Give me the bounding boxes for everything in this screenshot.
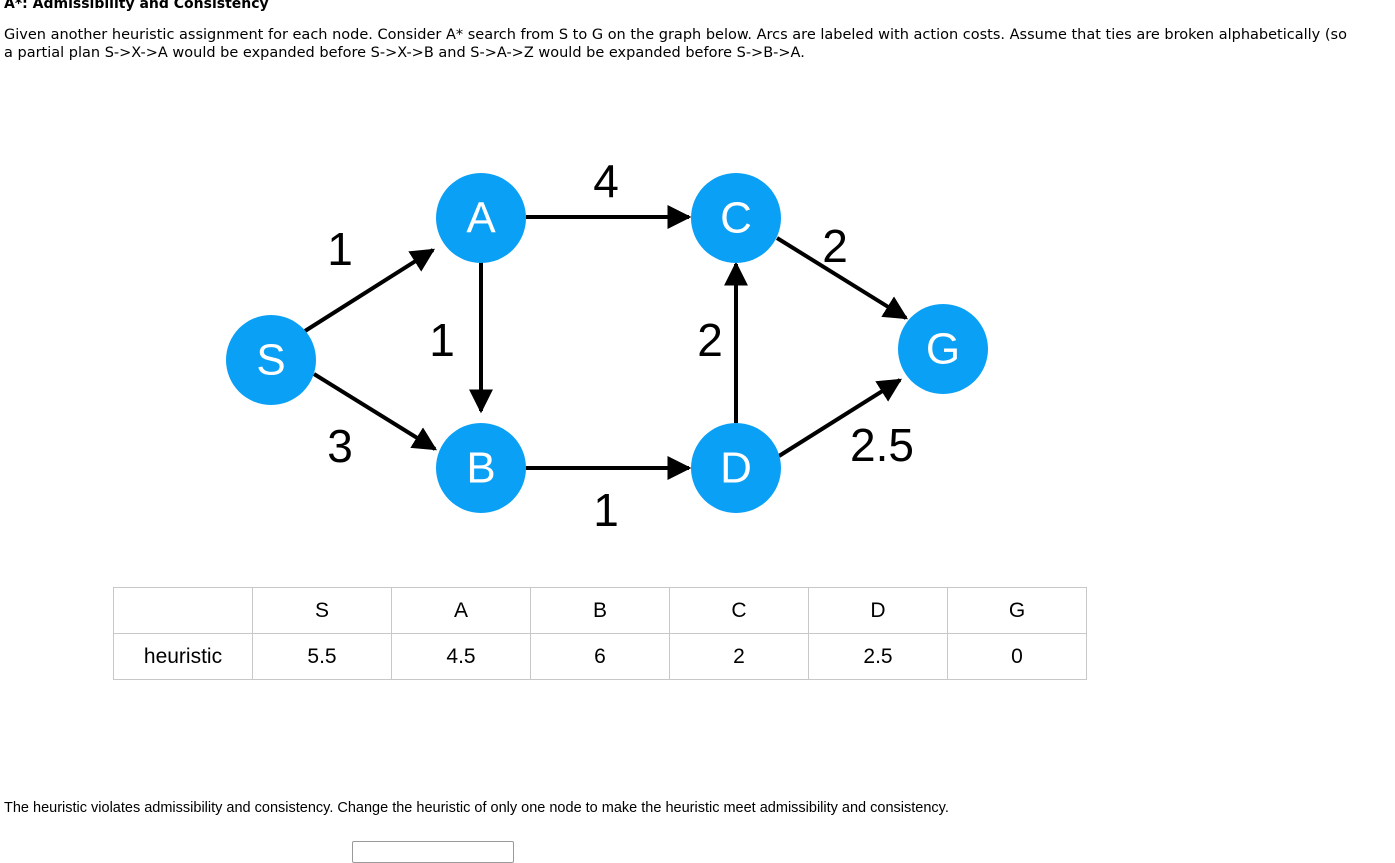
- edge-label-d-g: 2.5: [850, 419, 914, 471]
- node-b-label: B: [466, 444, 495, 493]
- table-cell: 6: [530, 633, 670, 680]
- table-cell: 2.5: [808, 633, 948, 680]
- page-title: A*: Admissibility and Consistency: [4, 0, 269, 12]
- table-header-cell: B: [530, 587, 670, 634]
- search-graph: 1 3 1 4 1 2 2 2.5 S A B C D G: [226, 155, 988, 536]
- table-header-cell: A: [391, 587, 531, 634]
- table-cell: 5.5: [252, 633, 392, 680]
- edge-c-g: [775, 236, 909, 320]
- table-header-cell: [113, 587, 253, 634]
- question-text: The heuristic violates admissibility and…: [4, 800, 949, 816]
- intro-text: Given another heuristic assignment for e…: [4, 26, 1395, 62]
- table-header-row: S A B C D G: [113, 587, 1087, 634]
- edge-s-b: [312, 372, 438, 451]
- intro-line-1: Given another heuristic assignment for e…: [4, 27, 1347, 43]
- node-a: A: [436, 173, 526, 263]
- node-s-label: S: [256, 336, 285, 385]
- answer-input[interactable]: [352, 841, 514, 863]
- edge-label-s-b: 3: [327, 420, 353, 472]
- edge-label-c-g: 2: [822, 220, 848, 272]
- node-g: G: [898, 304, 988, 394]
- node-g-circle: [898, 304, 988, 394]
- edge-label-a-b: 1: [429, 314, 455, 366]
- node-a-label: A: [466, 194, 496, 243]
- edge-label-b-d: 1: [593, 484, 619, 536]
- table-header-cell: S: [252, 587, 392, 634]
- edge-label-s-a: 1: [327, 223, 353, 275]
- node-g-label: G: [926, 325, 960, 374]
- table-cell: 4.5: [391, 633, 531, 680]
- table-header-cell: D: [808, 587, 948, 634]
- table-cell: 2: [669, 633, 809, 680]
- node-s-circle: [226, 315, 316, 405]
- node-b: B: [436, 423, 526, 513]
- table-header-cell: C: [669, 587, 809, 634]
- heuristic-table: S A B C D G heuristic 5.5 4.5 6 2 2.5 0: [113, 587, 1087, 680]
- node-d: D: [691, 423, 781, 513]
- node-d-label: D: [720, 444, 752, 493]
- table-header-cell: G: [947, 587, 1087, 634]
- table-cell: 0: [947, 633, 1087, 680]
- edge-label-a-c: 4: [593, 155, 619, 207]
- intro-line-2: a partial plan S->X->A would be expanded…: [4, 45, 805, 61]
- table-row: heuristic 5.5 4.5 6 2 2.5 0: [113, 633, 1087, 680]
- node-c-label: C: [720, 194, 752, 243]
- node-b-circle: [436, 423, 526, 513]
- node-d-circle: [691, 423, 781, 513]
- edge-s-a: [303, 248, 436, 333]
- node-c: C: [691, 173, 781, 263]
- row-label-heuristic: heuristic: [113, 633, 253, 680]
- node-s: S: [226, 315, 316, 405]
- node-a-circle: [436, 173, 526, 263]
- edge-d-g: [777, 378, 903, 458]
- edge-label-d-c: 2: [697, 314, 723, 366]
- node-c-circle: [691, 173, 781, 263]
